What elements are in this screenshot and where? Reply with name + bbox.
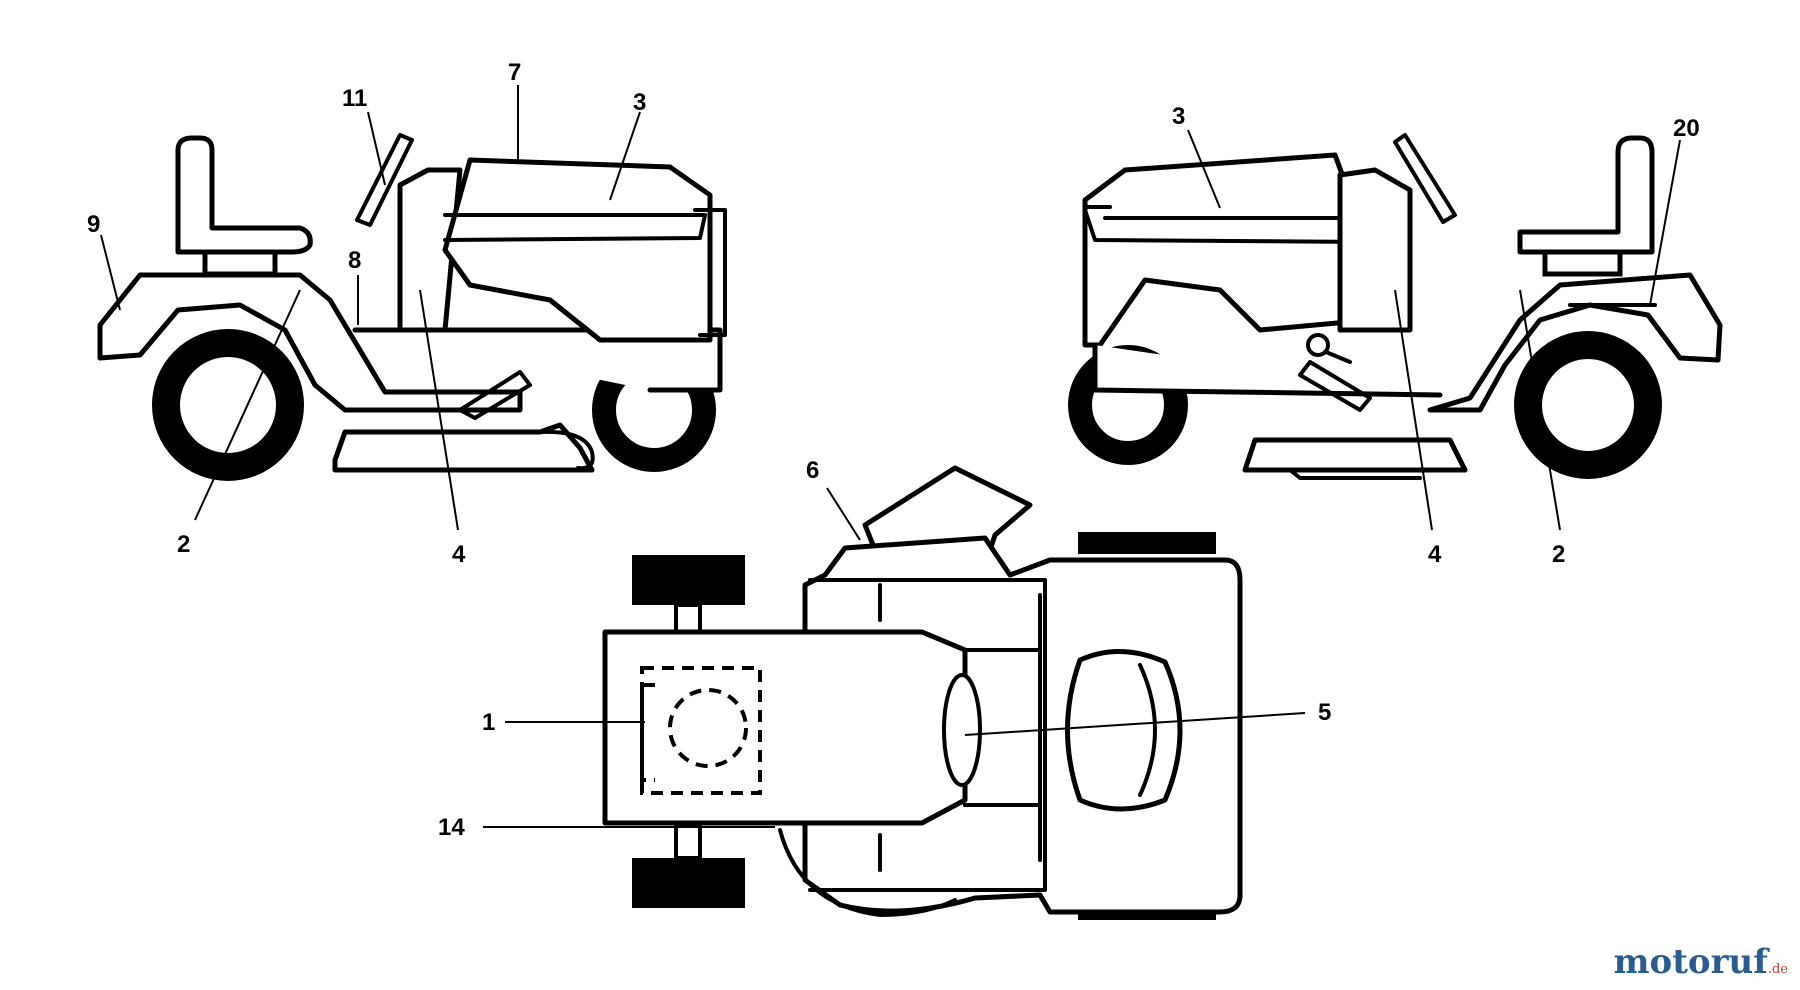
callout-1-top: 1 xyxy=(482,709,495,736)
steering-wheel-right xyxy=(1393,133,1457,224)
callouts-left: 11 7 3 9 8 2 4 xyxy=(87,59,646,568)
rear-fender-left xyxy=(97,272,523,413)
rear-tire-top-upper xyxy=(1078,532,1216,554)
deck-rail-right xyxy=(1288,468,1422,480)
tractor-left-side-view xyxy=(97,133,727,481)
tractor-right-side-view xyxy=(1068,133,1723,480)
tractor-top-view xyxy=(602,465,1243,920)
callout-2-left: 2 xyxy=(177,531,190,558)
callouts-right: 3 20 4 2 xyxy=(1172,103,1700,568)
rear-wheel-right xyxy=(1514,331,1662,479)
seat-post-left xyxy=(202,249,278,277)
discharge-chute-top xyxy=(862,465,1033,553)
callout-7-left: 7 xyxy=(508,59,521,86)
callout-20-right: 20 xyxy=(1673,115,1700,142)
front-tire-top-lower xyxy=(632,858,745,908)
chassis-right xyxy=(1092,342,1443,398)
hood-front-left xyxy=(693,208,727,337)
hood-left xyxy=(442,157,713,343)
callout-8-left: 8 xyxy=(348,247,361,274)
callouts-top: 6 1 5 14 xyxy=(438,457,1331,841)
engine-outline-dashed xyxy=(640,666,762,795)
steering-column-right xyxy=(1337,167,1413,333)
callout-4-left: 4 xyxy=(452,541,466,568)
foot-pedal-left xyxy=(458,370,532,420)
steering-column-left xyxy=(397,167,463,333)
front-hood-top xyxy=(602,629,968,826)
seat-left xyxy=(175,135,313,255)
steering-wheel-left xyxy=(355,133,414,227)
callout-2-right: 2 xyxy=(1552,541,1565,568)
foot-pedal-right xyxy=(1298,360,1372,412)
rear-wheel-left xyxy=(152,329,304,481)
discharge-chute-left xyxy=(538,429,595,471)
callout-4-right: 4 xyxy=(1428,541,1442,568)
hood-right xyxy=(1082,152,1373,348)
seat-top xyxy=(1065,649,1183,812)
callout-3-left: 3 xyxy=(633,89,646,116)
deck-outer-top xyxy=(808,578,1047,892)
callout-5-top: 5 xyxy=(1318,699,1331,726)
seat-post-right xyxy=(1542,249,1623,277)
hood-grille-line-left xyxy=(443,213,707,242)
engine-cylinder-dashed xyxy=(668,688,748,768)
chassis-left xyxy=(352,327,723,393)
seat-right xyxy=(1517,135,1655,255)
mower-deck-left xyxy=(332,422,595,473)
axle-lower xyxy=(674,823,702,860)
front-tire-top-upper xyxy=(632,555,745,605)
callout-14-top: 14 xyxy=(438,814,465,841)
callout-3-right: 3 xyxy=(1172,103,1185,130)
lever-knob-right xyxy=(1306,333,1330,357)
watermark-logo: motoruf.de xyxy=(1613,942,1788,982)
steering-linkage-top xyxy=(778,828,957,917)
callout-11-left: 11 xyxy=(342,85,367,112)
mower-deck-right xyxy=(1242,437,1468,473)
hood-front-right xyxy=(1083,205,1112,342)
rear-fender-right xyxy=(1427,272,1723,413)
callout-6-top: 6 xyxy=(806,457,819,484)
fuel-tank-top xyxy=(942,673,982,787)
callout-9-left: 9 xyxy=(87,211,100,238)
